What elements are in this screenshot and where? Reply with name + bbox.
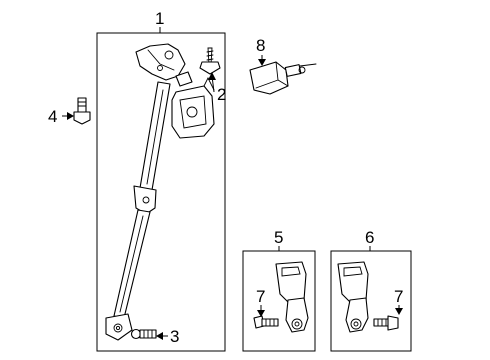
callout-3: 3 (170, 327, 179, 346)
buckle-6 (337, 261, 403, 333)
screw-2 (199, 47, 221, 93)
frame-buckle-5 (242, 246, 316, 352)
callout-4: 4 (48, 107, 57, 126)
buckle-5 (253, 261, 309, 333)
callout-6: 6 (365, 228, 374, 247)
frame-buckle-6 (330, 246, 412, 352)
callout-7b: 7 (394, 287, 403, 306)
callout-5: 5 (274, 228, 283, 247)
part-8 (249, 55, 317, 95)
callout-7a: 7 (256, 287, 265, 306)
bolt-4 (62, 97, 91, 125)
frame-main-assembly (96, 27, 226, 352)
seat-belt-assembly (105, 43, 215, 341)
callout-8: 8 (256, 36, 265, 55)
callout-2: 2 (217, 85, 226, 104)
bolt-3 (130, 328, 168, 340)
callout-1: 1 (155, 9, 164, 28)
